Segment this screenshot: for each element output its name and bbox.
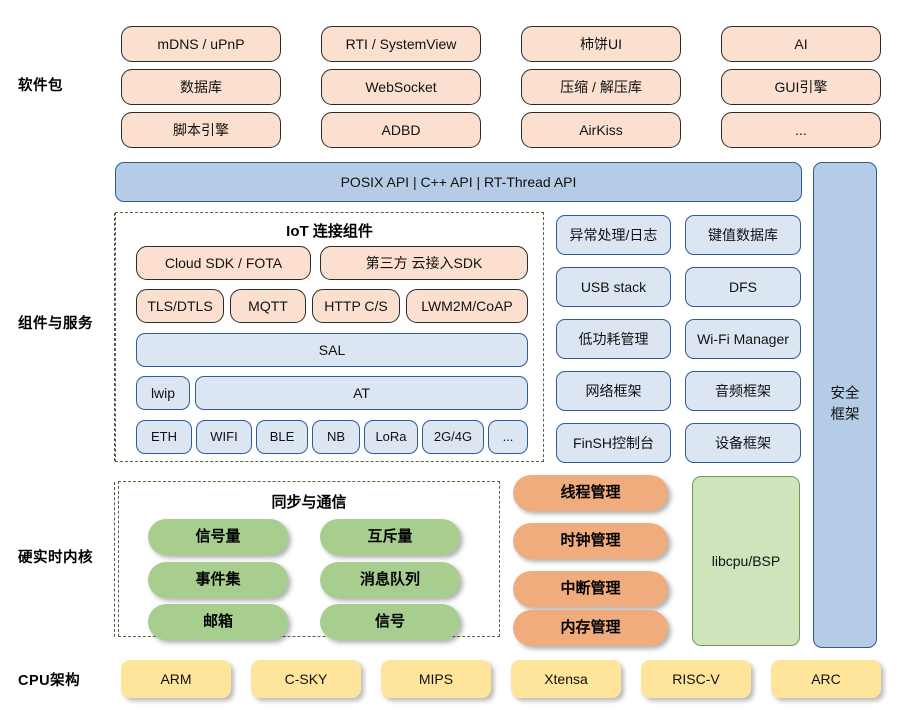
service-box[interactable]: FinSH控制台 — [556, 423, 671, 463]
link-box[interactable]: LoRa — [364, 420, 418, 454]
cpu-arch-box[interactable]: RISC-V — [641, 660, 751, 698]
package-box[interactable]: ADBD — [321, 112, 481, 148]
package-box[interactable]: 柿饼UI — [521, 26, 681, 62]
cpu-arch-box[interactable]: ARC — [771, 660, 881, 698]
package-box[interactable]: WebSocket — [321, 69, 481, 105]
libcpu-bsp-panel[interactable]: libcpu/BSP — [692, 476, 800, 646]
iot-protocol-box[interactable]: MQTT — [230, 289, 306, 323]
sync-box[interactable]: 信号量 — [148, 519, 288, 555]
cpu-arch-box[interactable]: MIPS — [381, 660, 491, 698]
package-box[interactable]: 数据库 — [121, 69, 281, 105]
package-box[interactable]: RTI / SystemView — [321, 26, 481, 62]
row-label-software-packages: 软件包 — [18, 78, 63, 94]
package-box[interactable]: AirKiss — [521, 112, 681, 148]
row-label-hard-realtime-kernel: 硬实时内核 — [18, 550, 93, 566]
security-framework-line2: 框架 — [830, 407, 860, 423]
service-box[interactable]: USB stack — [556, 267, 671, 307]
iot-protocol-box[interactable]: LWM2M/CoAP — [406, 289, 528, 323]
service-box[interactable]: 音频框架 — [685, 371, 801, 411]
iot-panel-frame — [115, 212, 544, 462]
sync-box[interactable]: 消息队列 — [320, 562, 460, 598]
iot-sdk-box[interactable]: Cloud SDK / FOTA — [136, 246, 311, 280]
row-label-components-services: 组件与服务 — [18, 316, 93, 332]
api-bar[interactable]: POSIX API | C++ API | RT-Thread API — [115, 162, 802, 202]
kernel-manager-box[interactable]: 内存管理 — [513, 610, 668, 646]
link-box[interactable]: BLE — [256, 420, 308, 454]
security-framework-line1: 安全 — [830, 385, 860, 402]
service-box[interactable]: 设备框架 — [685, 423, 801, 463]
left-divider-kernel — [114, 482, 115, 637]
package-box[interactable]: AI — [721, 26, 881, 62]
iot-sdk-box[interactable]: 第三方 云接入SDK — [320, 246, 528, 280]
service-box[interactable]: DFS — [685, 267, 801, 307]
security-framework-column[interactable]: 安全 框架 — [813, 162, 877, 648]
sync-box[interactable]: 事件集 — [148, 562, 288, 598]
kernel-manager-box[interactable]: 时钟管理 — [513, 523, 668, 559]
service-box[interactable]: Wi-Fi Manager — [685, 319, 801, 359]
left-divider-components — [114, 213, 115, 461]
package-box[interactable]: ... — [721, 112, 881, 148]
link-box[interactable]: WIFI — [196, 420, 252, 454]
service-box[interactable]: 异常处理/日志 — [556, 215, 671, 255]
at-box[interactable]: AT — [195, 376, 528, 410]
kernel-manager-box[interactable]: 中断管理 — [513, 571, 668, 607]
link-box[interactable]: ETH — [136, 420, 192, 454]
sync-panel-frame — [118, 481, 500, 637]
row-label-cpu-architecture: CPU架构 — [18, 673, 81, 689]
lwip-box[interactable]: lwip — [136, 376, 190, 410]
package-box[interactable]: mDNS / uPnP — [121, 26, 281, 62]
service-box[interactable]: 低功耗管理 — [556, 319, 671, 359]
link-box[interactable]: 2G/4G — [422, 420, 484, 454]
sync-box[interactable]: 互斥量 — [320, 519, 460, 555]
service-box[interactable]: 网络框架 — [556, 371, 671, 411]
sal-box[interactable]: SAL — [136, 333, 528, 367]
sync-box[interactable]: 邮箱 — [148, 604, 288, 640]
kernel-manager-box[interactable]: 线程管理 — [513, 475, 668, 511]
link-box[interactable]: NB — [312, 420, 360, 454]
cpu-arch-box[interactable]: C-SKY — [251, 660, 361, 698]
cpu-arch-box[interactable]: ARM — [121, 660, 231, 698]
iot-protocol-box[interactable]: HTTP C/S — [312, 289, 400, 323]
service-box[interactable]: 键值数据库 — [685, 215, 801, 255]
iot-protocol-box[interactable]: TLS/DTLS — [136, 289, 224, 323]
package-box[interactable]: GUI引擎 — [721, 69, 881, 105]
sync-panel-title: 同步与通信 — [271, 494, 347, 511]
package-box[interactable]: 脚本引擎 — [121, 112, 281, 148]
iot-panel-title: IoT 连接组件 — [286, 223, 373, 240]
sync-box[interactable]: 信号 — [320, 604, 460, 640]
link-box[interactable]: ... — [488, 420, 528, 454]
package-box[interactable]: 压缩 / 解压库 — [521, 69, 681, 105]
cpu-arch-box[interactable]: Xtensa — [511, 660, 621, 698]
